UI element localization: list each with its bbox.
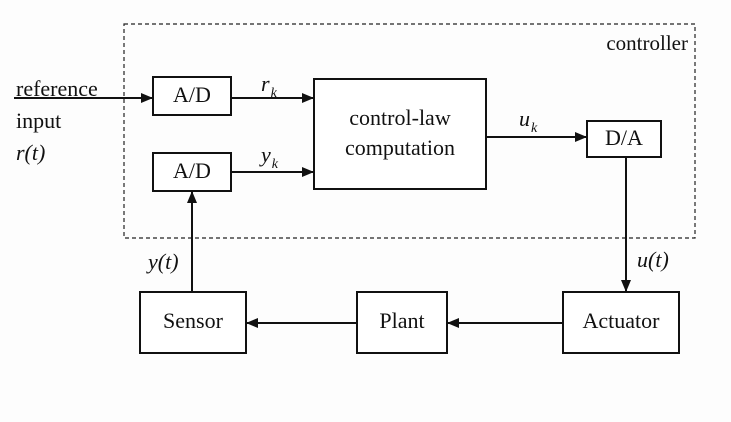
uk-label-sub: k bbox=[531, 121, 538, 136]
control-law-label-line1: control-law bbox=[349, 105, 451, 130]
sensor-label: Sensor bbox=[163, 308, 224, 333]
sensor-block bbox=[139, 291, 247, 354]
reference-label-line1: reference bbox=[16, 76, 98, 101]
controller-boundary bbox=[123, 23, 696, 239]
da-converter-label: D/A bbox=[605, 125, 643, 150]
plant-block bbox=[356, 291, 448, 354]
reference-label-line2: input bbox=[16, 108, 61, 133]
actuator-block bbox=[562, 291, 680, 354]
rk-label-base: r bbox=[261, 71, 270, 96]
uk-label-base: u bbox=[519, 106, 530, 131]
yk-label-base: y bbox=[259, 142, 271, 167]
uk-label: uk bbox=[519, 106, 538, 136]
control-law-label-line2: computation bbox=[345, 135, 455, 160]
ut-label: u(t) bbox=[637, 247, 669, 272]
actuator-label: Actuator bbox=[583, 308, 661, 333]
rk-label-sub: k bbox=[271, 86, 278, 101]
plant-label: Plant bbox=[379, 308, 424, 333]
da-converter bbox=[586, 120, 662, 158]
yk-label-sub: k bbox=[272, 157, 279, 172]
reference-label-line3: r(t) bbox=[16, 140, 45, 165]
control-law-block bbox=[313, 78, 487, 190]
ad-converter-top bbox=[152, 76, 232, 116]
ad-converter-top-label: A/D bbox=[173, 82, 211, 107]
controller-label: controller bbox=[606, 31, 688, 55]
yk-label: yk bbox=[259, 142, 279, 172]
ad-converter-bottom bbox=[152, 152, 232, 192]
yt-label: y(t) bbox=[146, 249, 179, 274]
ad-converter-bottom-label: A/D bbox=[173, 158, 211, 183]
rk-label: rk bbox=[261, 71, 278, 101]
